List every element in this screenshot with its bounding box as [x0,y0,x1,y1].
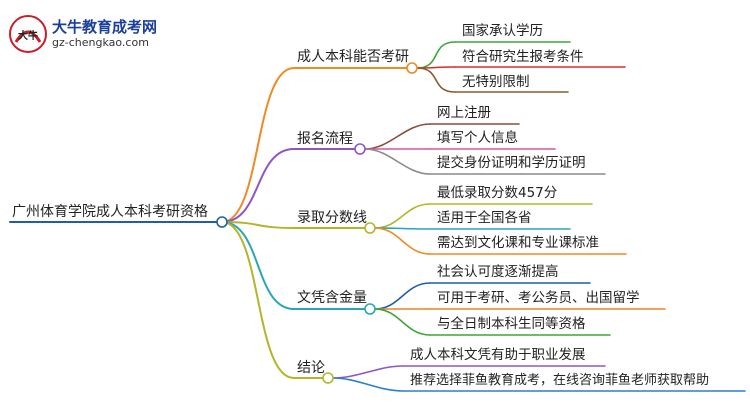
site-logo[interactable]: 大牛 大牛教育成考网 gz-chengkao.com [8,14,198,54]
root-branch-connector [221,221,295,229]
root-node-label: 广州体育学院成人本科考研资格 [12,204,208,220]
branch-leaf-connector [416,41,456,69]
leaf-node-label: 最低录取分数457分 [437,185,557,201]
branch-node-label: 成人本科能否考研 [297,49,409,65]
branch-leaf-connector [374,282,431,310]
branch-node-label: 文凭含金量 [297,290,367,306]
leaf-node-label: 网上注册 [437,105,491,121]
leaf-node-label: 与全日制本科生同等资格 [437,315,586,332]
leaf-node-label: 提交身份证明和学历证明 [437,154,586,171]
branch-node-label: 结论 [297,360,325,376]
branch-leaf-connector [374,227,431,255]
logo-title: 大牛教育成考网 [52,18,158,36]
leaf-node-label: 需达到文化课和专业课标准 [437,235,599,251]
branch-leaf-connector [364,123,431,150]
branch-leaf-connector [374,203,431,229]
root-branch-connector [221,221,295,379]
node-dots [216,62,418,384]
leaf-node-label: 社会认可度逐渐提高 [437,263,559,280]
leaf-node-label: 符合研究生报考条件 [462,48,584,65]
logo-badge-text: 大牛 [18,29,38,42]
branch-node-label: 录取分数线 [297,210,367,226]
root-branch-connector [221,148,295,223]
branch-leaf-connector [364,148,431,175]
branch-node-label: 报名流程 [297,131,353,147]
branch-node-dot [406,62,418,74]
leaf-node-label: 成人本科文凭有助于职业发展 [410,347,586,363]
root-branch-connector [221,221,295,310]
branch-leaf-connector [416,67,456,93]
branch-node-dot [322,372,334,384]
root-branch-connector [221,67,295,223]
branch-leaf-connector [374,308,431,336]
branch-node-dot [364,222,376,234]
branch-node-dot [364,303,376,315]
leaf-node-label: 国家承认学历 [462,22,543,39]
branch-leaf-connector [332,365,404,379]
leaf-node-label: 填写个人信息 [437,129,518,146]
underlines [9,41,746,392]
branch-leaf-connector [332,377,404,392]
logo-emblem-icon: 大牛 [9,15,47,53]
leaf-node-label: 推荐选择菲鱼教育成考，在线咨询菲鱼老师获取帮助 [410,372,709,388]
root-node-dot [216,216,228,228]
logo-url: gz-chengkao.com [52,36,149,49]
leaf-node-label: 可用于考研、考公务员、出国留学 [437,290,640,306]
leaf-node-label: 适用于全国各省 [437,209,532,226]
branch-node-dot [354,143,366,155]
connectors [221,41,456,392]
leaf-node-label: 无特别限制 [462,74,530,90]
